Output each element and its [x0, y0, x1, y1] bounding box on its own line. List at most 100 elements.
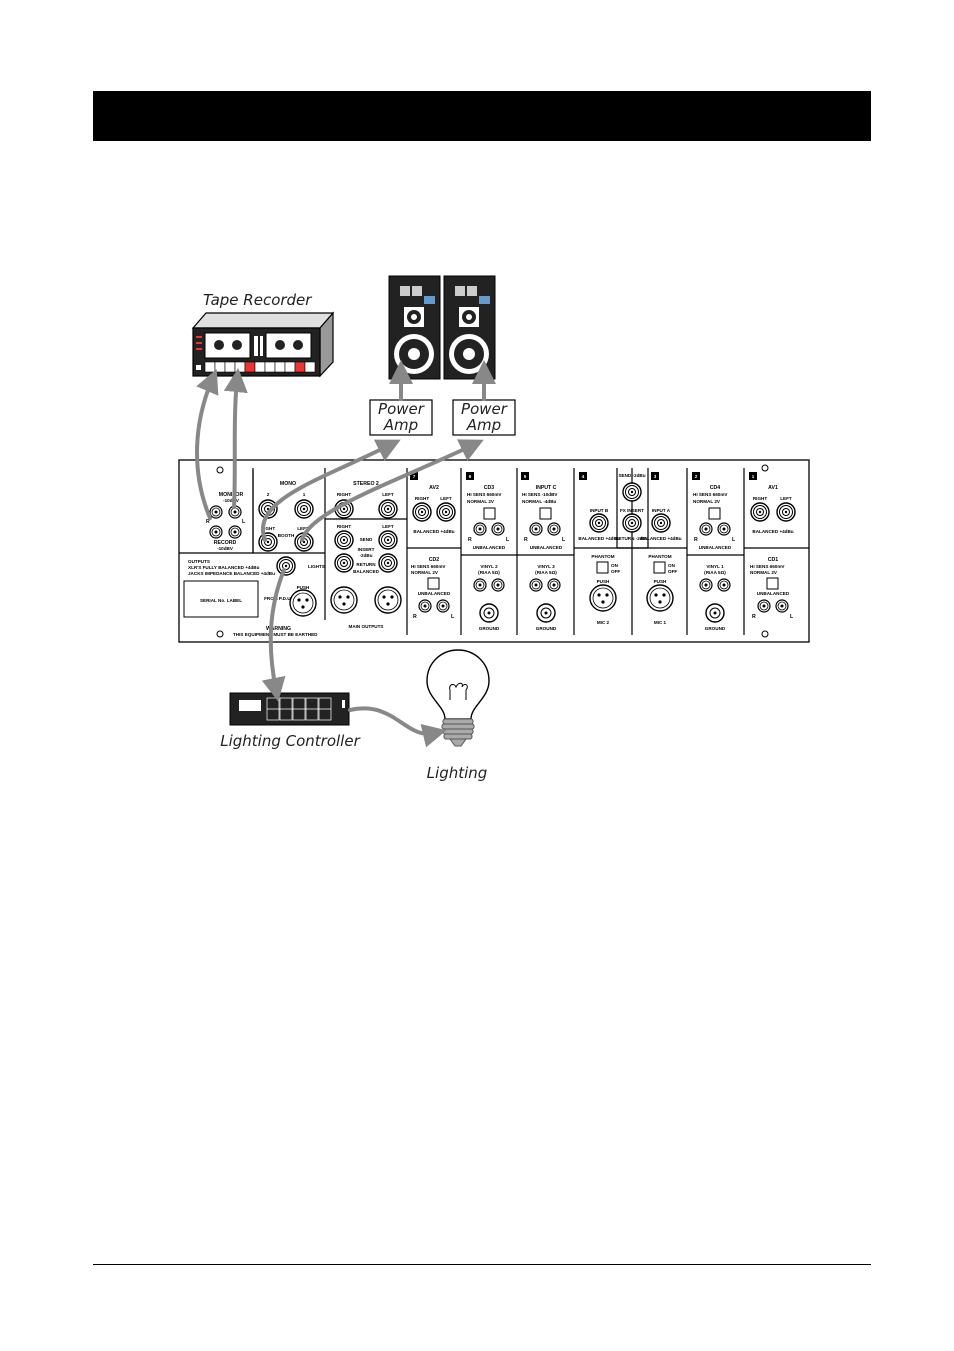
- ground-label-6: GROUND: [479, 626, 500, 631]
- lights-jack[interactable]: [276, 556, 296, 576]
- pdu-connector[interactable]: [289, 589, 317, 617]
- av2-right-jack[interactable]: [412, 502, 432, 522]
- insert-left-send-jack[interactable]: [378, 530, 398, 550]
- cd1-normal: NORMAL 2V: [750, 570, 778, 575]
- input-c-switch[interactable]: [539, 507, 552, 520]
- insert-right-return-jack[interactable]: [334, 553, 354, 573]
- mic1-xlr[interactable]: [646, 584, 674, 612]
- main-output-left-xlr[interactable]: [374, 586, 402, 614]
- tape-recorder-label: Tape Recorder: [203, 291, 312, 309]
- av2-left-jack[interactable]: [436, 502, 456, 522]
- input-c-hi-sens: HI SENS -10dBV: [522, 492, 558, 497]
- ch3-number: 3: [654, 474, 657, 479]
- stereo2-left-jack[interactable]: [378, 499, 398, 519]
- insert-right-label: RIGHT: [337, 524, 351, 529]
- mono-1-jack[interactable]: [294, 499, 314, 519]
- mic1-label: MIC 1: [654, 620, 667, 625]
- cd2-l-jack[interactable]: [436, 599, 450, 613]
- cd3-unbalanced: UNBALANCED: [473, 545, 506, 550]
- tape-recorder: Tape Recorder: [191, 291, 335, 378]
- cd1-l-label: L: [790, 614, 794, 620]
- vinyl3-r-jack[interactable]: [529, 578, 543, 592]
- input-a-jack[interactable]: [651, 513, 671, 533]
- mic2-label: MIC 2: [597, 620, 610, 625]
- cd1-label: CD1: [768, 557, 778, 563]
- av1-right-jack[interactable]: [750, 502, 770, 522]
- record-r-jack[interactable]: [209, 525, 223, 539]
- fx-return-jack[interactable]: [622, 513, 642, 533]
- input-a-label: INPUT A: [652, 508, 671, 513]
- cd3-switch[interactable]: [483, 507, 496, 520]
- serial-label: SERIAL No. LABEL: [200, 598, 242, 603]
- ch6-number: 6: [469, 474, 472, 479]
- av2-left-label: LEFT: [440, 496, 452, 501]
- ground-terminal-2[interactable]: [705, 603, 725, 623]
- input-b-label: INPUT B: [590, 508, 609, 513]
- phantom-1-off: OFF: [668, 569, 677, 574]
- phantom-1-switch[interactable]: [653, 561, 666, 574]
- cd2-r-jack[interactable]: [418, 599, 432, 613]
- insert-label: INSERT: [358, 547, 375, 552]
- return-label: RETURN: [356, 562, 376, 567]
- fx-send-jack[interactable]: [622, 482, 642, 502]
- av1-label: AV1: [768, 485, 778, 491]
- speaker-right: [443, 275, 496, 380]
- input-c-r-jack[interactable]: [529, 522, 543, 536]
- booth-left-label: LEFT: [297, 526, 309, 531]
- mixer-rear-panel: MONITOR -10dBV R L RECORD -10dBV MONO 2 …: [178, 459, 810, 643]
- title-bar: [93, 91, 871, 141]
- vinyl1-riaa: (RIAA 5Ω): [704, 570, 726, 575]
- ch4-number: 4: [582, 474, 585, 479]
- earthed-label: THIS EQUIPMENT MUST BE EARTHED: [233, 632, 318, 637]
- cd4-r-jack[interactable]: [699, 522, 713, 536]
- cd4-l-jack[interactable]: [717, 522, 731, 536]
- cd3-r-jack[interactable]: [473, 522, 487, 536]
- vinyl2-r-jack[interactable]: [473, 578, 487, 592]
- vinyl1-r-jack[interactable]: [699, 578, 713, 592]
- power-amp-right-label-1: Power: [461, 400, 508, 418]
- ground-label-2: GROUND: [705, 626, 726, 631]
- monitor-r-jack[interactable]: [209, 505, 223, 519]
- vinyl3-riaa: (RIAA 5Ω): [535, 570, 557, 575]
- insert-left-return-jack[interactable]: [378, 553, 398, 573]
- cd4-hi-sens: HI SENS 660mV: [693, 492, 728, 497]
- record-l-jack[interactable]: [228, 525, 242, 539]
- ch2-number: 2: [695, 474, 698, 479]
- ground-terminal-5[interactable]: [536, 603, 556, 623]
- insert-right-send-jack[interactable]: [334, 530, 354, 550]
- cd2-normal: NORMAL 2V: [411, 570, 439, 575]
- input-c-l-jack[interactable]: [547, 522, 561, 536]
- cd2-switch[interactable]: [427, 577, 440, 590]
- cd1-l-jack[interactable]: [775, 599, 789, 613]
- av1-right-label: RIGHT: [753, 496, 767, 501]
- ground-label-5: GROUND: [536, 626, 557, 631]
- phantom-1-on: ON: [668, 563, 676, 568]
- fx-send-label: SEND -2dBu: [618, 473, 645, 478]
- vinyl1-l-jack[interactable]: [717, 578, 731, 592]
- fx-return-label: RETURN -2dBu: [615, 536, 649, 541]
- booth-right-label: RIGHT: [261, 526, 275, 531]
- cable-tape-record: [223, 368, 248, 509]
- cd1-switch[interactable]: [766, 577, 779, 590]
- from-pdu-label: FROM P.D.U.: [264, 596, 292, 601]
- input-b-jack[interactable]: [589, 513, 609, 533]
- ground-terminal-6[interactable]: [479, 603, 499, 623]
- vinyl2-l-jack[interactable]: [491, 578, 505, 592]
- cd3-r-label: R: [468, 537, 472, 543]
- av1-left-jack[interactable]: [776, 502, 796, 522]
- mic2-xlr[interactable]: [589, 584, 617, 612]
- input-b-balanced: BALANCED +4dBu: [578, 536, 619, 541]
- outputs-label: OUTPUTS: [188, 559, 210, 564]
- cd1-r-jack[interactable]: [757, 599, 771, 613]
- input-c-label: INPUT C: [536, 485, 557, 491]
- lighting-label: Lighting: [427, 764, 488, 782]
- lighting-controller-label: Lighting Controller: [220, 732, 360, 750]
- vinyl3-l-jack[interactable]: [547, 578, 561, 592]
- cd4-switch[interactable]: [708, 507, 721, 520]
- cd2-l-label: L: [451, 614, 455, 620]
- phantom-2-switch[interactable]: [596, 561, 609, 574]
- cd3-l-jack[interactable]: [491, 522, 505, 536]
- cd3-normal: NORMAL 2V: [467, 499, 495, 504]
- cd2-r-label: R: [413, 614, 417, 620]
- main-output-right-xlr[interactable]: [330, 586, 358, 614]
